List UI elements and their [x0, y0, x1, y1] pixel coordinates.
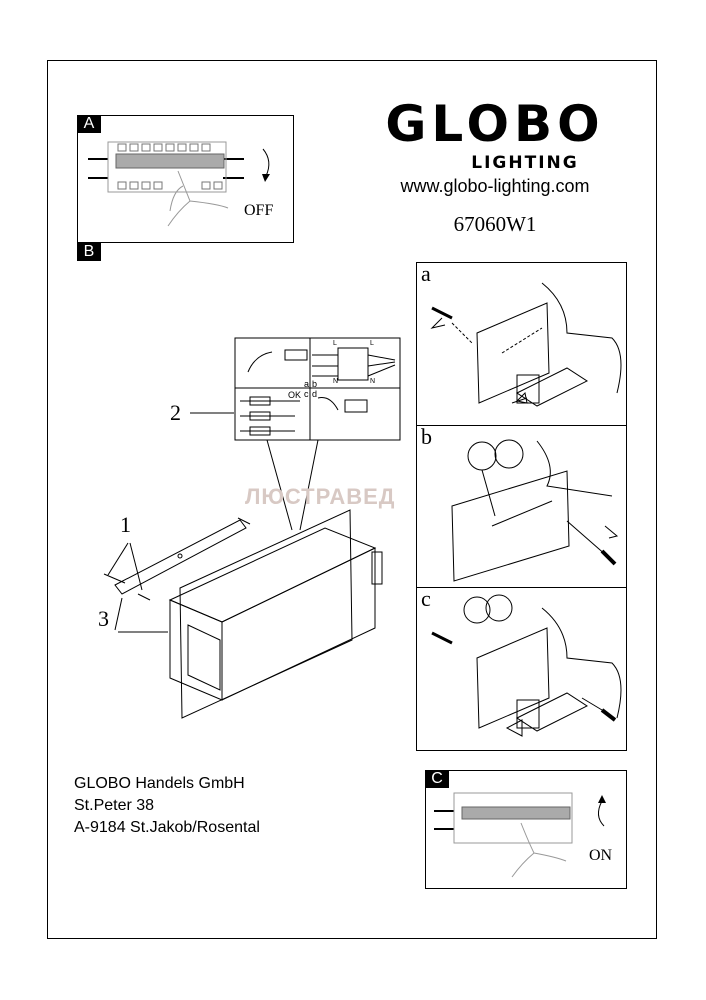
subpanel-b-label: b — [421, 424, 432, 449]
address-city: A-9184 St.Jakob/Rosental — [74, 819, 260, 836]
page-frame — [47, 60, 657, 939]
inset-label-b: b — [312, 379, 318, 389]
step-c-panel: C ON — [425, 770, 627, 889]
subpanel-b: b — [416, 424, 627, 588]
inset-ok-label: OK — [288, 390, 302, 400]
address-street: St.Peter 38 — [74, 797, 155, 814]
breaker-on-illustration — [434, 792, 606, 878]
callout-2: 2 — [170, 400, 181, 425]
address-company: GLOBO Handels GmbH — [74, 775, 245, 792]
inset-label-d: d — [312, 389, 318, 399]
terminal-n1: N — [333, 378, 339, 385]
model-number: 67060W1 — [453, 212, 537, 236]
subpanel-c: c — [416, 586, 627, 751]
callout-1: 1 — [120, 512, 131, 537]
mount-illustration-c — [431, 594, 622, 737]
step-a-label: A — [77, 115, 101, 133]
off-caption: OFF — [244, 202, 274, 219]
inset-label-c: c — [304, 389, 309, 399]
terminal-l1: L — [333, 340, 337, 347]
on-caption: ON — [589, 847, 613, 864]
callout-3: 3 — [98, 606, 109, 631]
mount-illustration-a — [430, 282, 622, 407]
brand-logo: GLOBO — [385, 95, 605, 153]
terminal-l2: L — [370, 340, 374, 347]
subpanel-c-label: c — [421, 586, 431, 611]
inset-label-a: a — [304, 379, 310, 389]
brand-url: www.globo-lighting.com — [400, 176, 590, 196]
terminal-n2: N — [370, 378, 376, 385]
brand-subtitle: LIGHTING — [471, 153, 579, 173]
breaker-off-illustration — [88, 141, 270, 227]
step-b-label: B — [77, 243, 101, 261]
subpanel-a: a — [416, 261, 627, 426]
watermark: ЛЮСТРАВЕД — [245, 484, 396, 509]
mount-illustration-b — [451, 439, 619, 582]
step-a-panel: A OFF — [77, 115, 294, 243]
step-c-label: C — [425, 770, 449, 788]
subpanel-a-label: a — [421, 261, 431, 286]
